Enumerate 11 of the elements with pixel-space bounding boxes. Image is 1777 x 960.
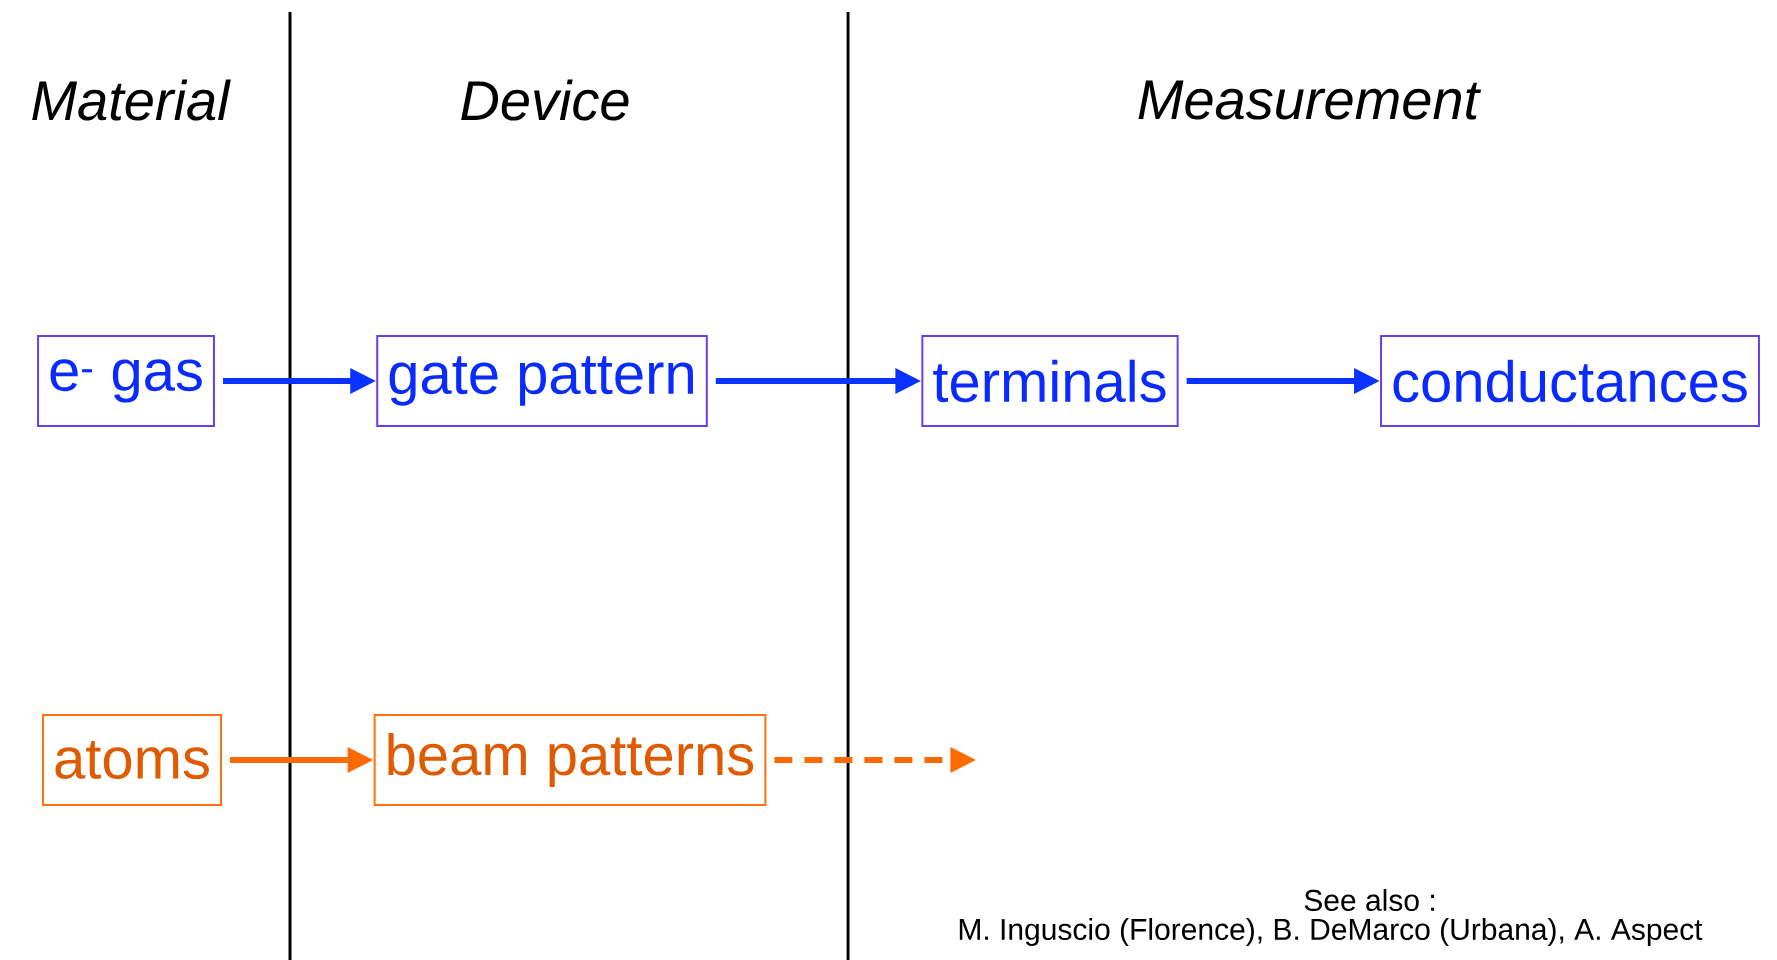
column-heading: Material — [32, 79, 231, 121]
column-heading: Device — [461, 79, 629, 121]
process-box: beam patterns — [373, 714, 767, 806]
note-text: See also : — [1304, 889, 1434, 911]
process-box: e$^{-}$ gas — [37, 335, 215, 427]
process-box: terminals — [921, 335, 1179, 427]
column-heading: Measurement — [1138, 80, 1482, 120]
process-box: gate pattern — [376, 335, 708, 427]
note-text: M. Inguscio (Florence), B. DeMarco (Urbana), A. Aspect — [959, 918, 1703, 946]
process-box: conductances — [1380, 335, 1760, 427]
process-box: atoms — [42, 714, 222, 806]
